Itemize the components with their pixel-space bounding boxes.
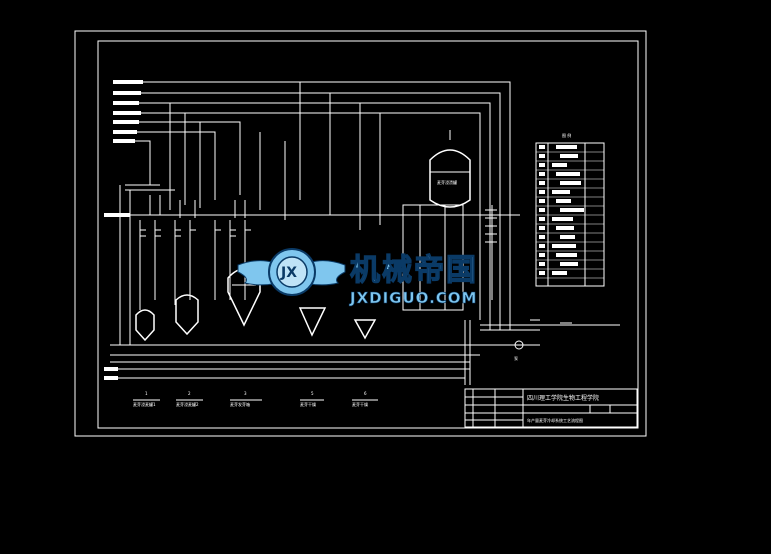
legend-text-block [556,226,574,230]
pump-label: 泵 [514,356,518,361]
storage-tank: 麦芽浸渍罐 [402,130,471,311]
legend-symbol [539,154,545,158]
legend-symbol [539,253,545,257]
legend-symbol [539,217,545,221]
legend-text-block [552,163,567,167]
legend-symbol [539,226,545,230]
legend-symbol [539,271,545,275]
watermark-chinese: 机械帝国 [350,253,478,288]
outer-frame [74,30,647,437]
vessel-2 [175,294,199,336]
legend-text-block [552,271,567,275]
title-block: 四川理工学院生物工程学院 年产量麦芽冷却系统工艺流程图 [464,388,638,428]
legend-text-block [556,145,577,149]
equip-number-1: 1 [145,391,148,396]
bottom-piping: 泵 [104,319,620,385]
right-valves [485,205,497,300]
pump-symbol [514,340,524,350]
legend-text-block [560,154,578,158]
legend-text-block [556,253,577,257]
legend-text-block [560,235,575,239]
equip-name-3: 麦芽发芽箱 [230,401,250,407]
equipment-labels: 1 麦芽浸麦罐1 2 麦芽浸麦罐2 3 麦芽发芽箱 5 麦芽干燥 6 麦芽干燥 [133,391,378,407]
legend-symbol [539,199,545,203]
legend-text-block [560,181,581,185]
school-name: 四川理工学院生物工程学院 [527,394,599,402]
equip-number-6: 6 [364,391,367,396]
source-lines [104,80,520,330]
legend-text-block [552,244,576,248]
equip-name-5: 麦芽干燥 [300,401,316,407]
legend-text-block [560,262,578,266]
equip-name-6: 麦芽干燥 [352,401,368,407]
drawing-name: 年产量麦芽冷却系统工艺流程图 [527,417,583,423]
legend-table: 图 例 [535,132,605,287]
legend-text-block [556,199,571,203]
equip-name-2: 麦芽浸麦罐2 [176,401,199,407]
vessel-6 [353,319,377,340]
vessel-5 [298,307,327,337]
equip-name-1: 麦芽浸麦罐1 [133,401,156,407]
watermark: JX 机械帝国 JXDIGUO.COM [237,248,478,307]
legend-title: 图 例 [562,132,571,138]
vessel-1 [135,309,155,342]
legend-symbol [539,181,545,185]
watermark-badge: JX [280,265,297,281]
tank-label: 麦芽浸渍罐 [437,179,457,185]
legend-text-block [560,208,584,212]
legend-symbol [539,145,545,149]
legend-symbol [539,172,545,176]
watermark-english: JXDIGUO.COM [349,289,477,307]
legend-text-block [556,172,580,176]
equip-number-2: 2 [188,391,191,396]
legend-symbol [539,244,545,248]
legend-symbol [539,163,545,167]
manifold [119,184,251,345]
legend-symbol [539,235,545,239]
legend-text-block [552,190,570,194]
equip-number-3: 3 [244,391,247,396]
legend-symbol [539,262,545,266]
legend-symbol [539,190,545,194]
legend-text-block [552,217,573,221]
equip-number-5: 5 [311,391,314,396]
legend-symbol [539,208,545,212]
inner-frame [97,40,639,429]
